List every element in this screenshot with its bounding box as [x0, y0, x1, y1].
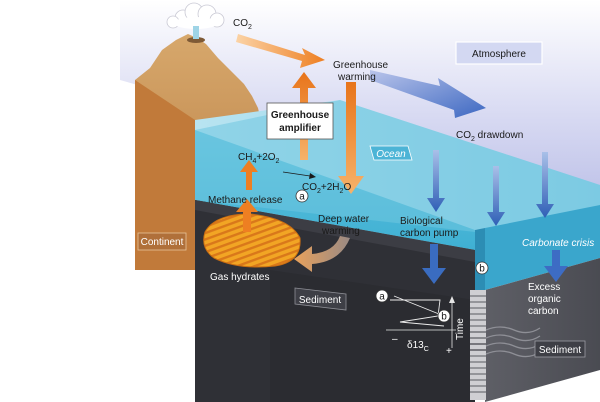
excess-label-line1: Excess	[528, 282, 560, 293]
volcano-crater	[187, 37, 205, 43]
sediment-left-tag: Sediment	[294, 287, 347, 311]
carbonate-crisis-label: Carbonate crisis	[522, 238, 594, 249]
excess-label-line3: carbon	[528, 306, 559, 317]
equation-arrow-head	[309, 173, 316, 179]
deep-water-warming-arrow	[294, 236, 350, 272]
methane-release-arrow-lower	[236, 199, 258, 232]
bio-pump-label-line2: carbon pump	[400, 228, 459, 239]
graph-x-label: δ13C	[407, 340, 429, 353]
ocean-label: Ocean	[376, 149, 406, 160]
equation-right: CO2+2H2O	[302, 182, 351, 195]
greenhouse-amplifier-label-line1: Greenhouse	[271, 110, 330, 121]
biological-pump-arrow	[422, 244, 446, 284]
deep-water-label-line1: Deep water	[318, 214, 370, 225]
marker-a-ocean	[295, 189, 309, 203]
graph-marker-a-label: a	[379, 292, 385, 303]
greenhouse-amplifier-box	[266, 102, 334, 140]
carbonate-crisis-arrow	[544, 250, 568, 282]
equation-arrow	[282, 171, 311, 177]
greenhouse-warming-label-line2: warming	[337, 72, 376, 83]
methane-release-arrow-upper	[240, 160, 258, 190]
sediment-right-label: Sediment	[539, 345, 581, 356]
graph-marker-a	[375, 289, 389, 303]
greenhouse-warming-label-line1: Greenhouse	[333, 60, 388, 71]
continent-tag	[137, 232, 187, 251]
sediment-top-edge	[195, 200, 475, 262]
deep-water-label-line2: warming	[321, 226, 360, 237]
excess-label-line2: organic	[528, 294, 561, 305]
atmosphere-label: Atmosphere	[472, 49, 526, 60]
graph-time-label: Time	[455, 318, 466, 340]
atmosphere-box	[455, 41, 543, 65]
graph-marker-b-label: b	[441, 312, 447, 323]
sediment-strata	[470, 290, 486, 400]
methane-release-label: Methane release	[208, 195, 283, 206]
co2-drawdown-arrow	[370, 70, 486, 118]
continent-front-face	[135, 80, 195, 270]
co2-emission-arrow	[236, 34, 325, 68]
ocean-right-front	[475, 228, 485, 295]
marker-b-ocean	[475, 261, 489, 275]
sediment-right-tag: Sediment	[534, 340, 586, 358]
greenhouse-amplifier-label-line2: amplifier	[279, 123, 321, 134]
volcano-plume	[193, 26, 199, 39]
sediment-left-label: Sediment	[299, 295, 341, 306]
gas-hydrates-label: Gas hydrates	[210, 272, 269, 283]
ocean-tag: Ocean	[369, 145, 413, 161]
graph-plus-label: +	[446, 346, 452, 357]
co2-source-label: CO2	[233, 18, 252, 31]
ocean-right-block	[485, 205, 600, 290]
smoke-cloud	[166, 2, 225, 29]
excess-carbon-wavy-layers	[485, 326, 541, 358]
bio-pump-label-line1: Biological	[400, 216, 443, 227]
ocean-downward-arrow-3	[536, 152, 554, 218]
delta13c-graph: a b – + δ13C Time	[375, 289, 466, 357]
graph-time-arrow	[449, 296, 455, 303]
co2-drawdown-label: CO2 drawdown	[456, 130, 523, 143]
equation-left: CH4+2O2	[238, 152, 280, 165]
continent-label: Continent	[141, 237, 184, 248]
marker-b-ocean-label: b	[479, 264, 485, 275]
ocean-downward-arrow-2	[487, 166, 505, 226]
marker-a-ocean-label: a	[299, 192, 305, 203]
graph-minus-label: –	[392, 334, 398, 345]
greenhouse-warming-arrow	[338, 82, 364, 194]
ocean-downward-arrow-1	[427, 150, 445, 212]
graph-curve-upper	[393, 295, 445, 317]
graph-marker-b	[437, 309, 451, 323]
sediment-right-block	[485, 258, 600, 402]
